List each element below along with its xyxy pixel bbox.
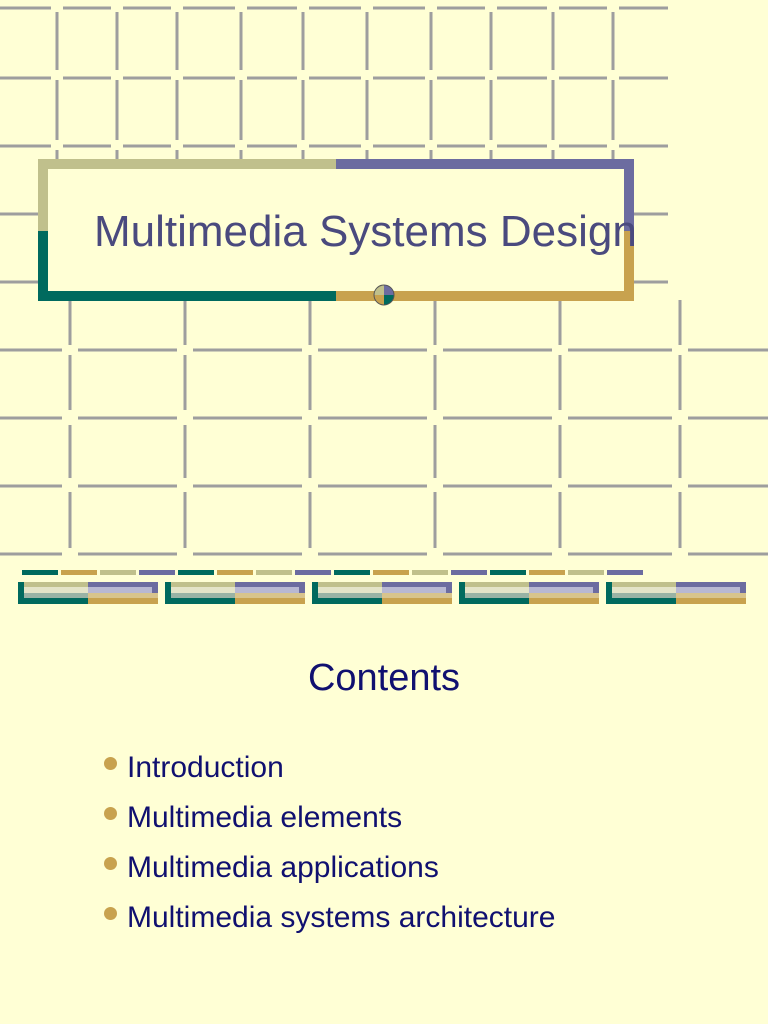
band-block-stripe <box>165 598 235 604</box>
band-segment <box>607 570 643 575</box>
band-block-edge <box>312 582 318 604</box>
band-block-stripe <box>529 598 599 604</box>
band-block-stripe <box>18 593 88 598</box>
band-block-stripe <box>459 593 529 598</box>
list-item: Multimedia applications <box>104 848 555 898</box>
band-block-stripe <box>312 582 382 587</box>
decorative-band <box>18 570 746 604</box>
band-segment <box>217 570 253 575</box>
band-block-stripe <box>676 598 746 604</box>
list-item: Multimedia systems architecture <box>104 898 555 948</box>
quadrant-circle-icon <box>373 284 395 306</box>
list-item-text: Multimedia applications <box>127 851 439 884</box>
band-block-stripe <box>235 587 305 593</box>
band-block-stripe <box>312 598 382 604</box>
band-block-stripe <box>529 587 599 593</box>
band-block-stripe <box>165 593 235 598</box>
band-block-stripe <box>88 582 158 587</box>
band-block-stripe <box>676 587 746 593</box>
band-block-stripe <box>676 593 746 598</box>
bullet-icon <box>104 906 117 920</box>
band-block-edge <box>152 582 158 593</box>
band-block-stripe <box>382 593 452 598</box>
band-segment <box>22 570 58 575</box>
band-block-stripe <box>529 593 599 598</box>
list-item-text: Introduction <box>127 751 284 784</box>
band-block-edge <box>299 582 305 593</box>
band-segment <box>178 570 214 575</box>
band-block-stripe <box>88 587 158 593</box>
band-block-stripe <box>606 598 676 604</box>
slide-title: Multimedia Systems Design <box>94 207 637 256</box>
band-block-stripe <box>88 598 158 604</box>
band-block-stripe <box>165 587 235 593</box>
band-segment <box>100 570 136 575</box>
band-block-stripe <box>235 593 305 598</box>
band-segment <box>529 570 565 575</box>
band-block-stripe <box>606 593 676 598</box>
title-frame-border <box>38 159 634 301</box>
band-block-stripe <box>88 593 158 598</box>
band-block-edge <box>459 582 465 604</box>
band-segment <box>373 570 409 575</box>
band-block-edge <box>165 582 171 604</box>
band-block-edge <box>593 582 599 593</box>
band-segment <box>334 570 370 575</box>
band-block-stripe <box>676 582 746 587</box>
list-item: Multimedia elements <box>104 798 555 848</box>
list-item-text: Multimedia elements <box>127 801 403 834</box>
band-segment <box>139 570 175 575</box>
band-segment <box>295 570 331 575</box>
band-block-stripe <box>312 587 382 593</box>
band-segment <box>451 570 487 575</box>
band-block-stripe <box>606 582 676 587</box>
band-block-stripe <box>235 582 305 587</box>
band-block-stripe <box>235 598 305 604</box>
band-block-stripe <box>382 582 452 587</box>
band-block-stripe <box>459 582 529 587</box>
band-block-stripe <box>382 598 452 604</box>
band-block-edge <box>606 582 612 604</box>
band-block-stripe <box>18 587 88 593</box>
band-block-stripe <box>312 593 382 598</box>
list-item: Introduction <box>104 748 555 798</box>
band-block-stripe <box>529 582 599 587</box>
band-block-stripe <box>18 582 88 587</box>
band-block-edge <box>18 582 24 604</box>
band-block-edge <box>446 582 452 593</box>
title-frame: Multimedia Systems Design <box>38 159 637 306</box>
contents-heading: Contents <box>307 657 461 699</box>
band-segment <box>568 570 604 575</box>
list-item-text: Multimedia systems architecture <box>127 901 556 934</box>
band-block-stripe <box>459 598 529 604</box>
bullet-icon <box>104 756 117 770</box>
band-segment <box>61 570 97 575</box>
band-block-stripe <box>18 598 88 604</box>
band-segment <box>412 570 448 575</box>
band-segment <box>256 570 292 575</box>
bullet-icon <box>104 856 117 870</box>
band-block-stripe <box>382 587 452 593</box>
contents-list: Introduction Multimedia elements Multime… <box>104 748 555 948</box>
band-segment <box>490 570 526 575</box>
band-block-edge <box>740 582 746 593</box>
slide-divider <box>0 560 768 620</box>
band-block-stripe <box>165 582 235 587</box>
title-slide: Multimedia Systems Design <box>0 6 768 556</box>
band-block-stripe <box>606 587 676 593</box>
band-block-stripe <box>459 587 529 593</box>
contents-slide: Contents Introduction Multimedia element… <box>0 620 768 1024</box>
bullet-icon <box>104 806 117 820</box>
